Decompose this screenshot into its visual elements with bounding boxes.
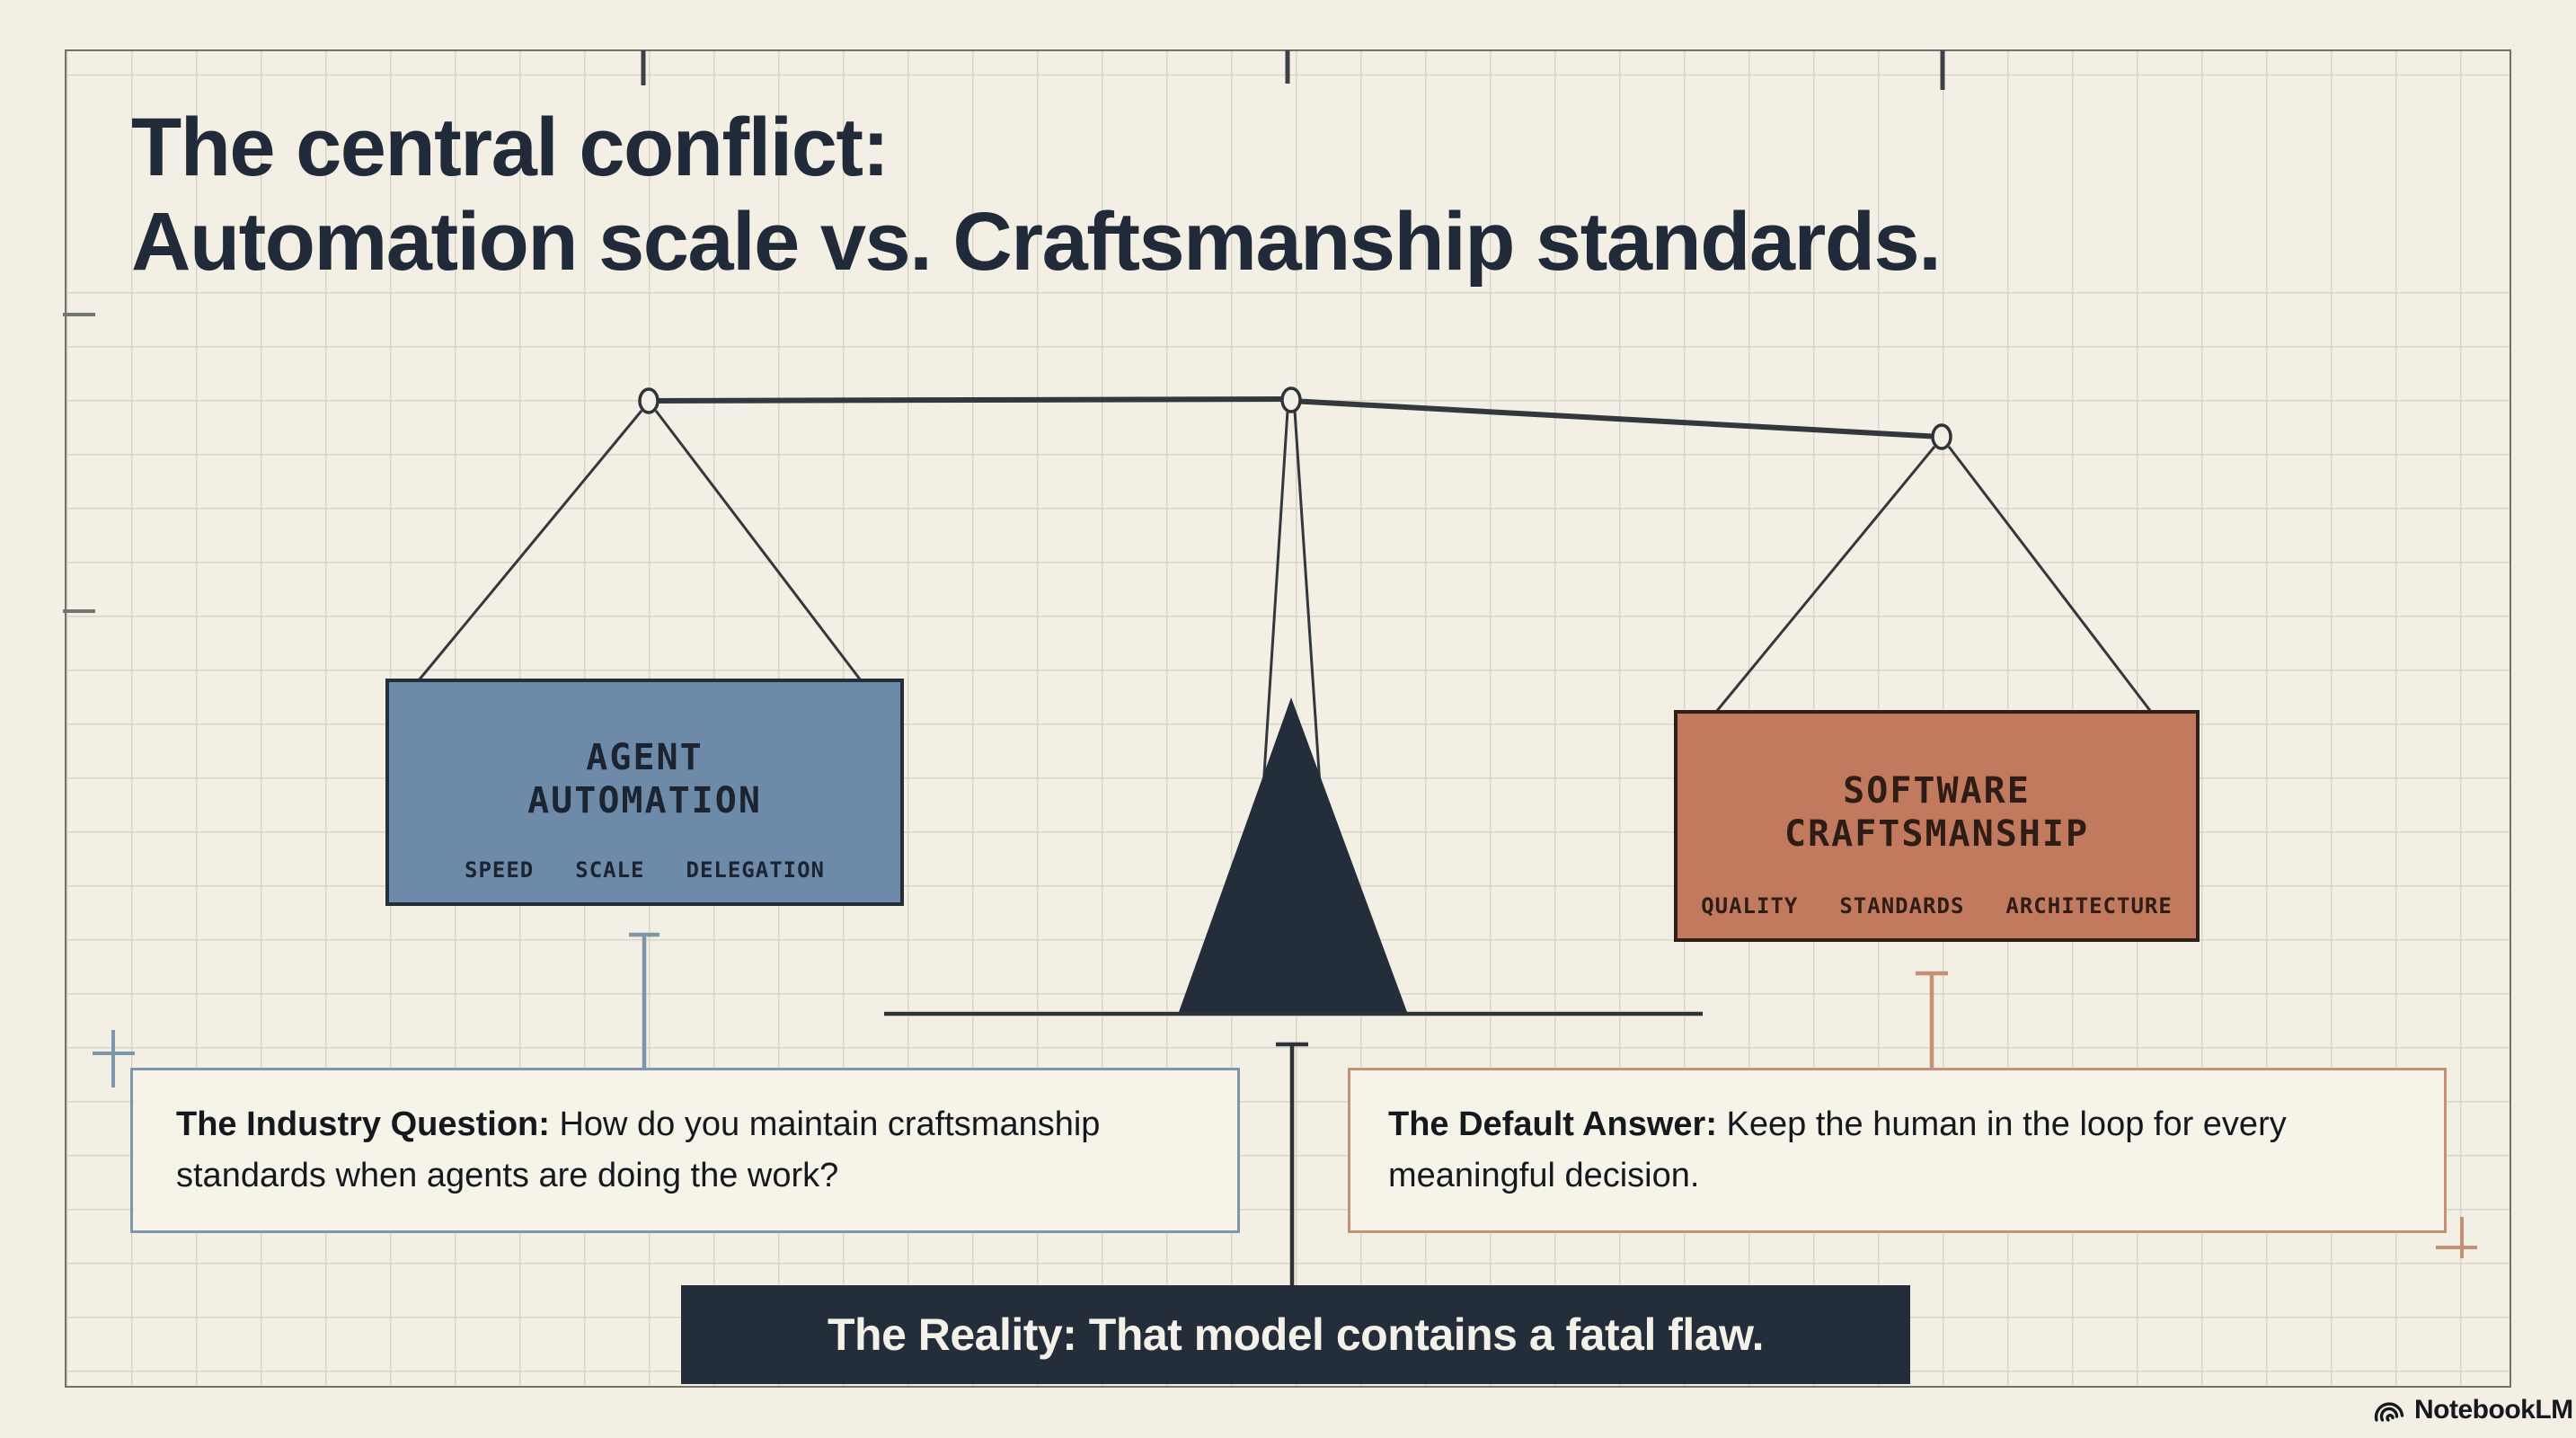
- agent-automation-title-line2: AUTOMATION: [527, 780, 762, 821]
- tag-standards: STANDARDS: [1839, 893, 1965, 919]
- page-title-line1: The central conflict:: [131, 102, 890, 193]
- right-pan-string-left: [1714, 446, 1936, 713]
- reality-banner-text: The Reality: That model contains a fatal…: [827, 1309, 1765, 1360]
- agent-automation-title: AGENT AUTOMATION: [389, 736, 900, 822]
- industry-question-callout: The Industry Question: How do you mainta…: [130, 1068, 1240, 1233]
- software-craftsmanship-card: SOFTWARE CRAFTSMANSHIP QUALITY STANDARDS…: [1674, 710, 2200, 942]
- crosshair-left: [93, 1030, 135, 1087]
- pivot-ring-center: [1280, 386, 1302, 413]
- default-answer-text: The Default Answer: Keep the human in th…: [1388, 1099, 2314, 1202]
- tag-speed: SPEED: [465, 857, 535, 883]
- notebooklm-logo-icon: [2374, 1402, 2404, 1422]
- software-craftsmanship-title: SOFTWARE CRAFTSMANSHIP: [1677, 769, 2196, 856]
- tag-scale: SCALE: [575, 857, 645, 883]
- default-answer-label: The Default Answer:: [1388, 1105, 1717, 1143]
- industry-question-label: The Industry Question:: [176, 1105, 550, 1143]
- tag-delegation: DELEGATION: [686, 857, 825, 883]
- brand-footer: NotebookLM: [2372, 1394, 2573, 1426]
- page-title-line2: Automation scale vs. Craftsmanship stand…: [131, 195, 1942, 288]
- software-craftsmanship-tags: QUALITY STANDARDS ARCHITECTURE: [1677, 893, 2196, 919]
- tag-quality: QUALITY: [1701, 893, 1799, 919]
- left-pan-string-right: [654, 410, 863, 681]
- fulcrum-triangle: [1179, 697, 1407, 1012]
- agent-automation-title-line1: AGENT: [586, 737, 704, 778]
- tag-architecture: ARCHITECTURE: [2005, 893, 2173, 919]
- brand-name: NotebookLM: [2414, 1395, 2573, 1425]
- beam-right-segment: [1290, 398, 1943, 439]
- industry-question-body: How do you maintain craftsmanship standa…: [176, 1105, 1101, 1194]
- page-title: The central conflict: Automation scale v…: [131, 101, 1942, 289]
- industry-question-text: The Industry Question: How do you mainta…: [176, 1099, 1173, 1202]
- software-craftsmanship-title-line1: SOFTWARE: [1843, 770, 2031, 812]
- beam-left-segment: [648, 396, 1292, 404]
- pivot-ring-left: [638, 387, 659, 414]
- agent-automation-tags: SPEED SCALE DELEGATION: [389, 857, 900, 883]
- default-answer-callout: The Default Answer: Keep the human in th…: [1348, 1068, 2447, 1233]
- default-answer-body: Keep the human in the loop for every mea…: [1388, 1105, 2287, 1194]
- reality-banner: The Reality: That model contains a fatal…: [681, 1285, 1910, 1384]
- left-pan-string-left: [417, 410, 643, 681]
- right-pan-string-right: [1947, 446, 2153, 713]
- pivot-ring-right: [1931, 423, 1952, 450]
- agent-automation-card: AGENT AUTOMATION SPEED SCALE DELEGATION: [385, 679, 904, 906]
- software-craftsmanship-title-line2: CRAFTSMANSHIP: [1784, 813, 2090, 855]
- crosshair-right: [2436, 1217, 2477, 1258]
